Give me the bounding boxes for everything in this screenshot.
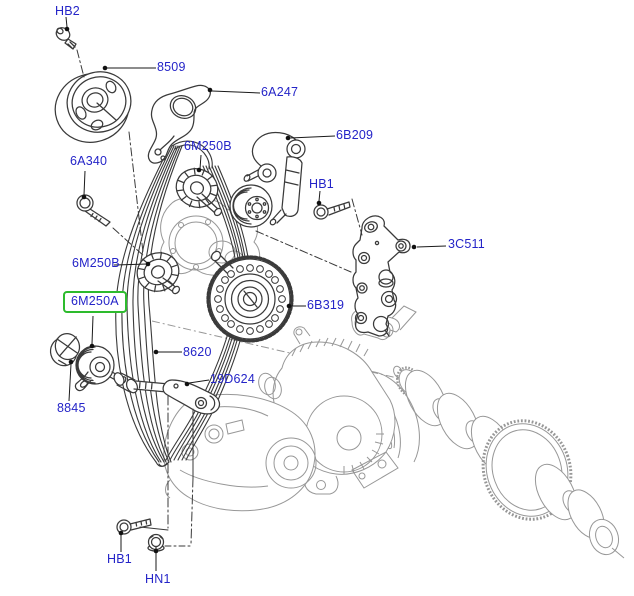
bolt-6a340 — [76, 194, 111, 227]
idler-6m250b-upper — [169, 160, 225, 217]
pulley-8509 — [54, 71, 132, 143]
part-label-hb2[interactable]: HB2 — [55, 4, 80, 18]
part-label-6b319[interactable]: 6B319 — [307, 298, 345, 312]
part-label-hb1-lower[interactable]: HB1 — [107, 552, 132, 566]
bolt-hb1-lower — [116, 518, 152, 535]
crankshaft — [393, 365, 625, 559]
tensioner-6b209 — [229, 131, 306, 228]
crankshaft-axis-line — [151, 320, 407, 381]
nut-hn1 — [147, 533, 165, 552]
tensioner-6m250a — [74, 345, 127, 392]
background-engine-parts — [151, 197, 625, 559]
part-label-8509[interactable]: 8509 — [157, 60, 186, 74]
part-label-19d624[interactable]: 19D624 — [210, 372, 255, 386]
part-label-hn1[interactable]: HN1 — [145, 572, 171, 586]
part-label-6a340[interactable]: 6A340 — [70, 154, 108, 168]
part-label-6m250b-upper[interactable]: 6M250B — [184, 139, 232, 153]
wheel-8845 — [49, 332, 81, 367]
part-label-3c511[interactable]: 3C511 — [448, 237, 485, 251]
leader-lines — [65, 16, 447, 571]
bracket-19d624 — [113, 372, 221, 415]
fastener-alignment-lines — [139, 395, 194, 547]
part-label-8845[interactable]: 8845 — [57, 401, 86, 415]
part-label-hb1-upper[interactable]: HB1 — [309, 177, 334, 191]
part-label-6m250b-lower[interactable]: 6M250B — [72, 256, 120, 270]
sprocket-6b319 — [206, 250, 294, 343]
construction-lines — [76, 49, 363, 273]
leader-dots — [64, 26, 417, 554]
bolt-hb1-upper — [313, 201, 351, 220]
part-label-8620[interactable]: 8620 — [183, 345, 212, 359]
part-label-6a247[interactable]: 6A247 — [261, 85, 299, 99]
idler-6m250b-lower — [130, 245, 186, 299]
part-label-6b209[interactable]: 6B209 — [336, 128, 374, 142]
bracket-3c511 — [352, 215, 411, 337]
part-label-6m250a-highlighted[interactable]: 6M250A — [63, 291, 127, 313]
bracket-6a247 — [147, 84, 211, 164]
